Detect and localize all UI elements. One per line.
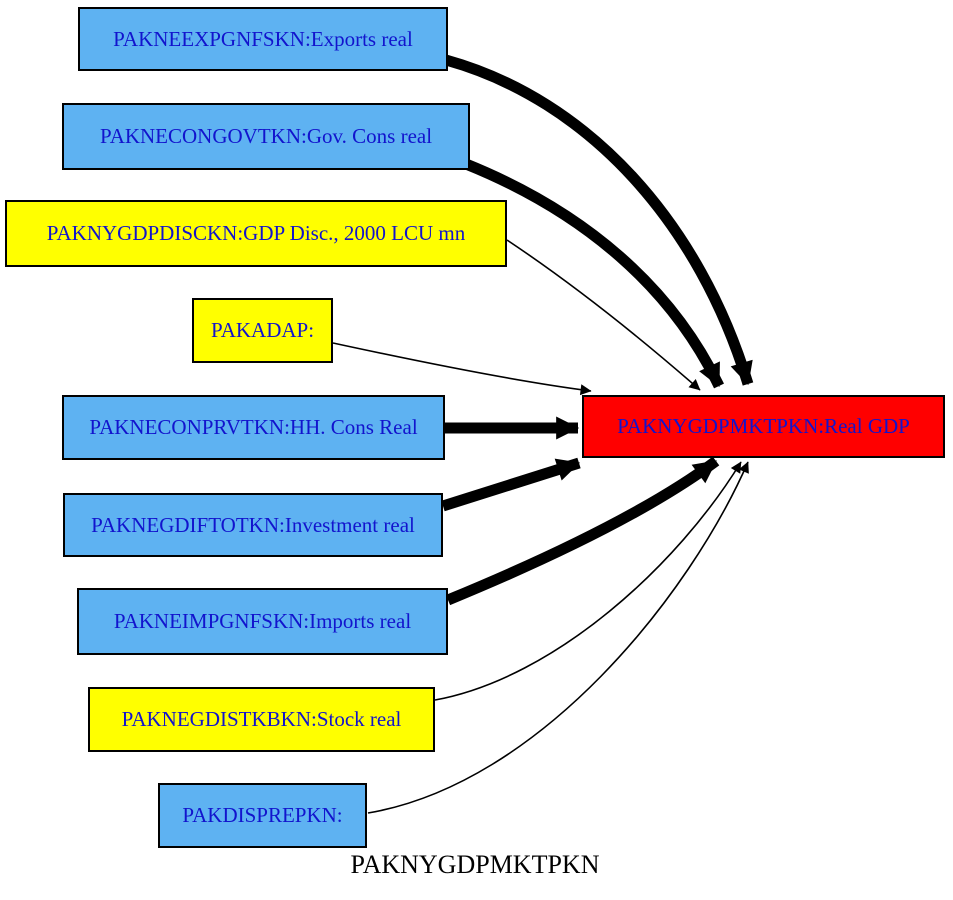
- node-paknegdistkbkn[interactable]: PAKNEGDISTKBKN:Stock real: [88, 687, 435, 752]
- node-paknygdpdisckn[interactable]: PAKNYGDPDISCKN:GDP Disc., 2000 LCU mn: [5, 200, 507, 267]
- edge-stock-to-realgdp: [434, 461, 742, 701]
- node-paknegdiftotkn[interactable]: PAKNEGDIFTOTKN:Investment real: [63, 493, 443, 557]
- edge-disprep-to-realgdp: [367, 461, 749, 814]
- edge-investment-to-realgdp: [441, 457, 581, 512]
- edge-govcons-to-realgdp: [463, 158, 724, 389]
- node-pakneexpgnfskn[interactable]: PAKNEEXPGNFSKN:Exports real: [78, 7, 448, 71]
- node-pakneconprvtkn[interactable]: PAKNECONPRVTKN:HH. Cons Real: [62, 395, 445, 460]
- node-pakneimpgnfskn[interactable]: PAKNEIMPGNFSKN:Imports real: [77, 588, 448, 655]
- node-pakdisprepkn[interactable]: PAKDISPREPKN:: [158, 783, 367, 848]
- node-paknecongovtkn[interactable]: PAKNECONGOVTKN:Gov. Cons real: [62, 103, 470, 170]
- edge-imports-to-realgdp: [445, 456, 720, 606]
- edge-exports-to-realgdp: [444, 54, 754, 386]
- edge-gdpdisc-to-realgdp: [506, 239, 701, 391]
- node-pakadap[interactable]: PAKADAP:: [192, 298, 333, 363]
- edge-pakadap-to-realgdp: [332, 342, 592, 396]
- node-paknygdpmktpkn-target[interactable]: PAKNYGDPMKTPKN:Real GDP: [582, 395, 945, 458]
- graph-caption: PAKNYGDPMKTPKN: [350, 850, 600, 879]
